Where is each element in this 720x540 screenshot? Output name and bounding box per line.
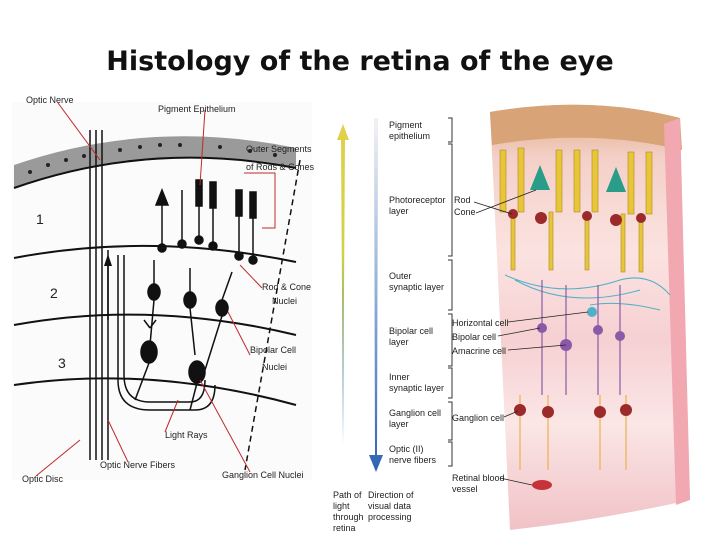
label-light-rays: Light Rays — [165, 430, 208, 440]
label-cone: Cone — [454, 207, 476, 217]
label-rod-cone-nuclei-1: Rod & Cone — [262, 282, 311, 292]
label-ganglion-cell: Ganglion cell — [452, 413, 504, 423]
photoreceptors-right — [499, 147, 653, 273]
label-ganglion-layer-1: Ganglion cell — [389, 408, 441, 418]
label-ganglion-cell-nuclei: Ganglion Cell Nuclei — [222, 470, 304, 480]
label-optic-fibers-1: Optic (II) — [389, 444, 424, 454]
left-schematic: Optic Nerve Pigment Epithelium Outer Seg… — [12, 95, 315, 484]
right-illustration: Pigment epithelium Photoreceptor layer O… — [333, 104, 690, 533]
retina-tissue-block — [490, 104, 690, 531]
horizontal-cell-body — [587, 307, 597, 317]
layer-number-1: 1 — [36, 211, 44, 227]
label-photoreceptor-2: layer — [389, 206, 409, 216]
label-horizontal-cell: Horizontal cell — [452, 318, 509, 328]
caption-light-1: Path of — [333, 490, 362, 500]
pigment-granules — [28, 143, 277, 174]
ganglion-cells-right — [514, 395, 632, 490]
photoreceptor-cells — [154, 179, 258, 265]
leader-lines-left — [35, 102, 276, 477]
label-optic-nerve: Optic Nerve — [26, 95, 74, 105]
light-ray-arrowhead — [104, 254, 112, 266]
page-title: Histology of the retina of the eye — [106, 46, 614, 77]
label-bipolar-nuclei-2: Nuclei — [262, 362, 287, 372]
label-inner-synaptic-2: synaptic layer — [389, 383, 444, 393]
label-bipolar-layer-1: Bipolar cell — [389, 326, 433, 336]
layer-boundary-4 — [13, 377, 297, 406]
label-outer-segments-1: Outer Segments — [246, 144, 312, 154]
caption-data-2: visual data — [368, 501, 411, 511]
caption-light-3: through — [333, 512, 364, 522]
label-outer-segments-2: of Rods & Cones — [246, 162, 315, 172]
label-optic-fibers-2: nerve fibers — [389, 455, 437, 465]
caption-data-3: processing — [368, 512, 412, 522]
layer-boundary-1 — [13, 156, 297, 189]
caption-light-2: light — [333, 501, 350, 511]
tissue-side-face — [664, 118, 690, 505]
label-pigment-epithelium: Pigment Epithelium — [158, 104, 236, 114]
label-blood-vessel-2: vessel — [452, 484, 478, 494]
layer-boundary-2 — [13, 244, 297, 263]
caption-light-4: retina — [333, 523, 356, 533]
pigment-band — [14, 136, 296, 188]
label-photoreceptor-1: Photoreceptor — [389, 195, 446, 205]
dashed-edge — [244, 159, 301, 471]
data-processing-arrow — [369, 118, 383, 472]
label-outer-synaptic-2: synaptic layer — [389, 282, 444, 292]
path-of-light-arrow — [337, 124, 349, 445]
label-outer-synaptic-1: Outer — [389, 271, 412, 281]
label-optic-nerve-fibers: Optic Nerve Fibers — [100, 460, 176, 470]
label-blood-vessel-1: Retinal blood — [452, 473, 505, 483]
outer-synaptic-fibers — [504, 274, 671, 311]
leader-lines-right — [473, 189, 589, 486]
label-optic-disc: Optic Disc — [22, 474, 64, 484]
layer-brackets — [448, 117, 453, 467]
label-ganglion-layer-2: layer — [389, 419, 409, 429]
caption-data-1: Direction of — [368, 490, 414, 500]
layer-number-2: 2 — [50, 285, 58, 301]
label-amacrine-cell: Amacrine cell — [452, 346, 506, 356]
blood-vessel-drawing — [532, 480, 552, 490]
label-bipolar-nuclei-1: Bipolar Cell — [250, 345, 296, 355]
label-rod: Rod — [454, 195, 471, 205]
direction-arrows — [337, 118, 383, 472]
label-pigment-2: epithelium — [389, 131, 430, 141]
layer-number-3: 3 — [58, 355, 66, 371]
label-rod-cone-nuclei-2: Nuclei — [272, 296, 297, 306]
label-bipolar-layer-2: layer — [389, 337, 409, 347]
pigment-epithelium-band — [490, 104, 682, 150]
bipolar-ganglion-cells — [134, 260, 233, 411]
label-inner-synaptic-1: Inner — [389, 372, 410, 382]
label-bipolar-cell: Bipolar cell — [452, 332, 496, 342]
label-pigment-1: Pigment — [389, 120, 423, 130]
